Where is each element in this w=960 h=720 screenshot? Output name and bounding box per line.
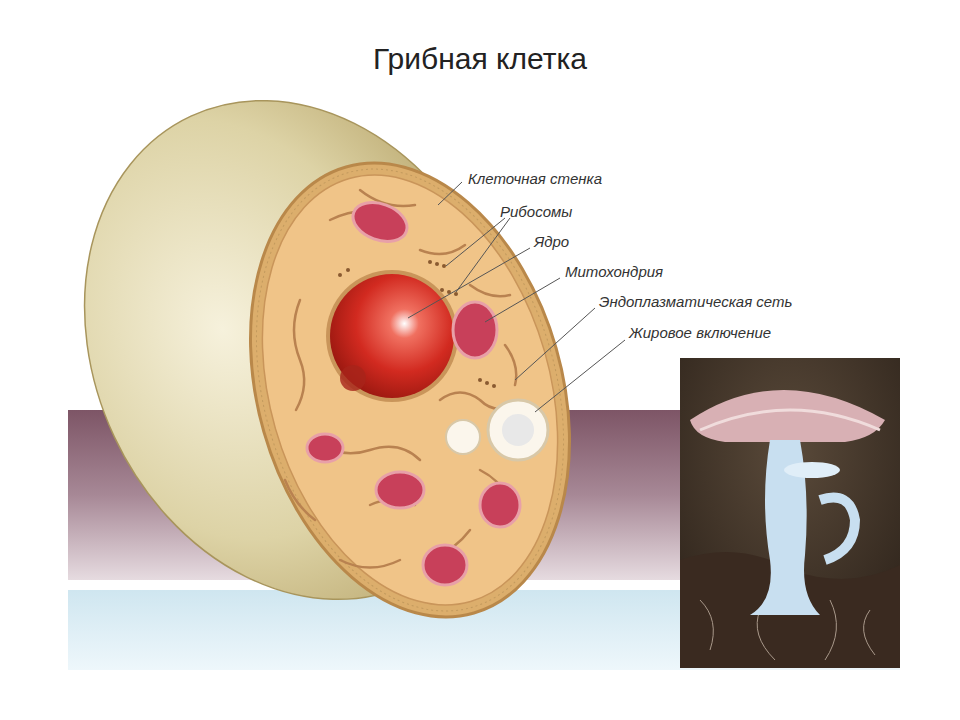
- leader-line: [408, 182, 625, 412]
- mushroom-photo: [680, 358, 900, 668]
- cytoplasm: [215, 140, 605, 640]
- part-label: Ядро: [532, 233, 571, 250]
- cell-wall-texture: [207, 133, 612, 648]
- cell-wall: [200, 125, 620, 655]
- part-label: Митохондрия: [563, 263, 665, 280]
- mitochondria: [307, 196, 520, 585]
- part-label: Рибосомы: [498, 203, 574, 220]
- diagram-title: Грибная клетка: [373, 42, 587, 76]
- fat-inclusion: [446, 420, 480, 454]
- nucleolus: [340, 365, 366, 391]
- part-label: Клеточная стенка: [466, 170, 604, 187]
- part-label: Жировое включение: [627, 324, 773, 341]
- fat-inclusion: [502, 414, 534, 446]
- nucleus: [330, 274, 454, 398]
- part-label: Эндоплазматическая сеть: [597, 293, 794, 310]
- nuclear-envelope: [326, 270, 458, 402]
